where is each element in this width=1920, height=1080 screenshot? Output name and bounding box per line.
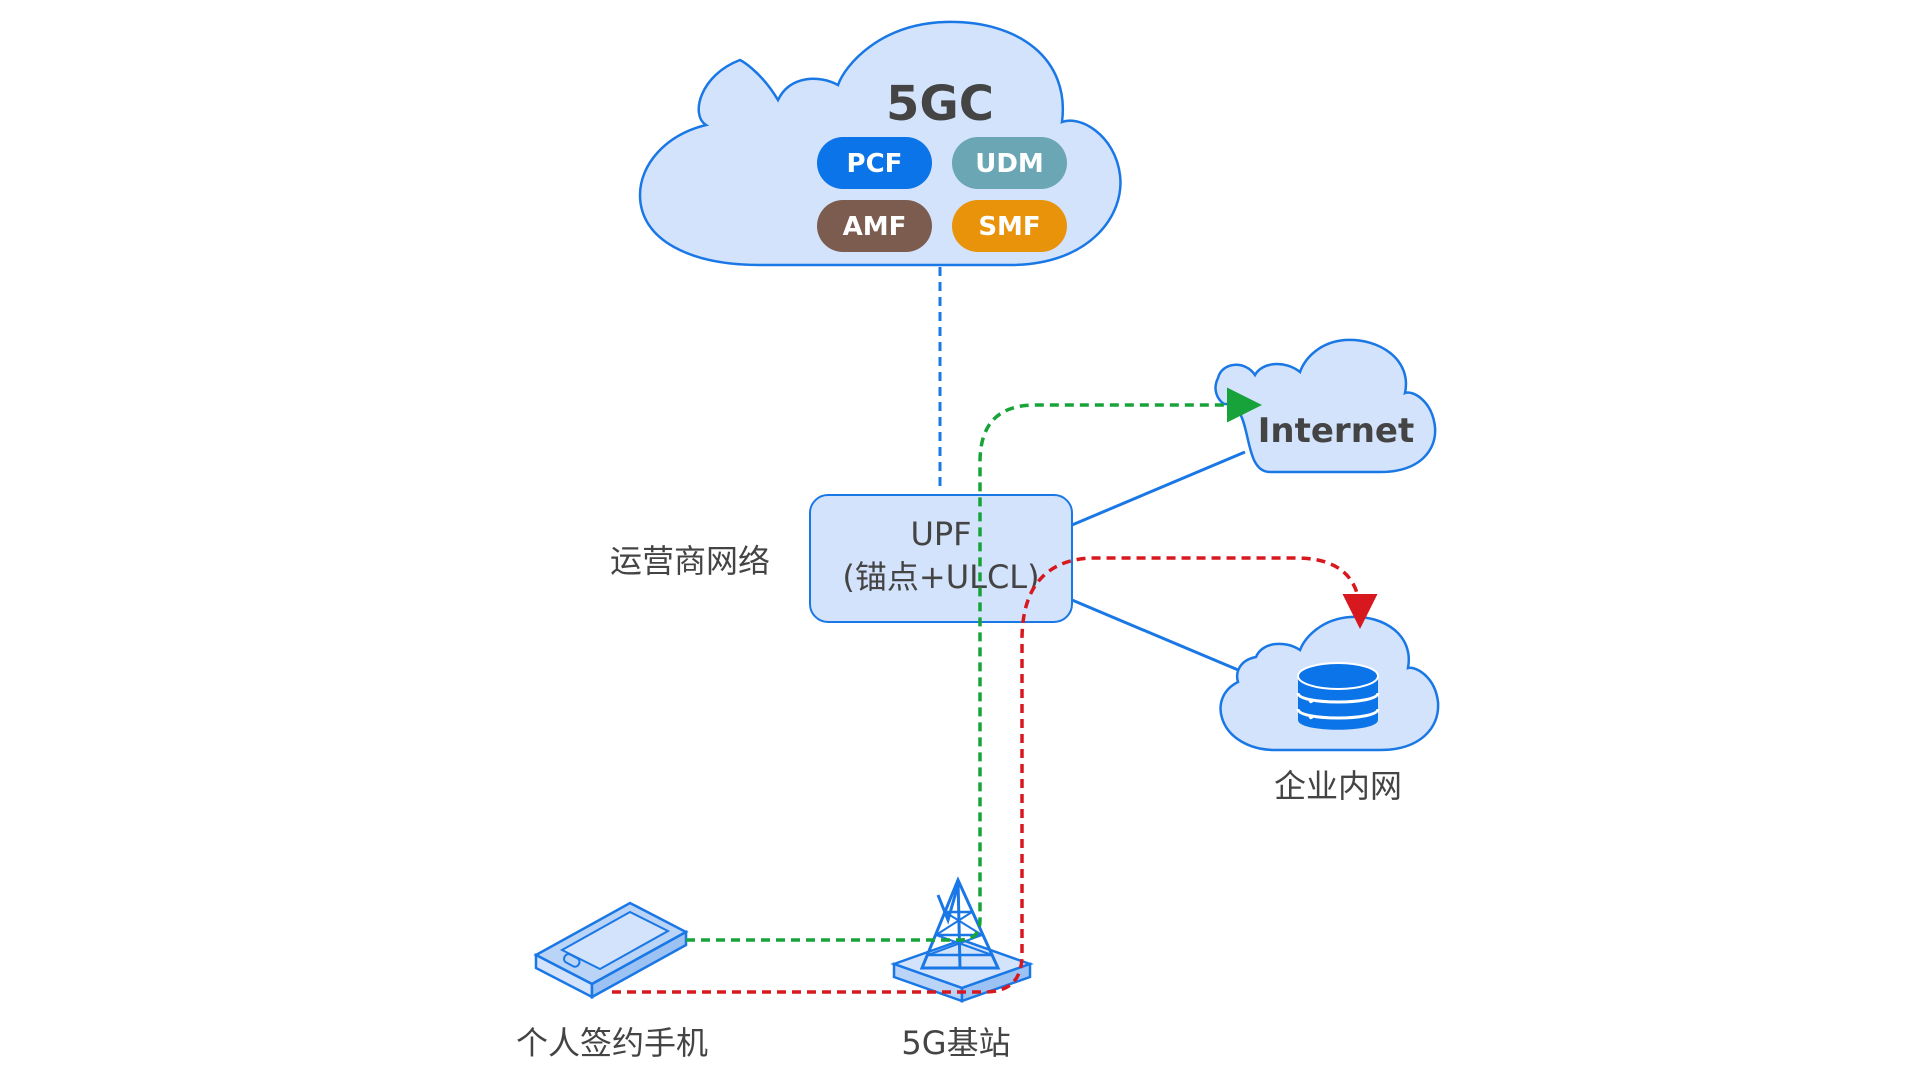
internet-label: Internet — [1258, 411, 1414, 451]
smf-pill: SMF — [952, 200, 1067, 252]
internet-cloud-shape — [1214, 338, 1437, 474]
upf-node: UPF (锚点+ULCL) — [809, 494, 1073, 623]
upf-internet-link — [1071, 450, 1246, 527]
base-station-label: 5G基站 — [901, 1024, 1010, 1062]
pcf-pill: PCF — [817, 137, 932, 189]
database-icon — [1296, 662, 1380, 730]
upf-box — [809, 494, 1073, 623]
enterprise-cloud: 企业内网 — [1219, 615, 1440, 805]
amf-label: AMF — [843, 212, 907, 242]
internet-cloud: Internet — [1214, 338, 1437, 474]
core-cloud: 5GC PCF UDM AMF SMF — [638, 20, 1122, 267]
enterprise-traffic-path — [612, 556, 1378, 994]
phone-icon — [533, 901, 689, 1000]
udm-label: UDM — [975, 149, 1044, 179]
pcf-label: PCF — [847, 149, 903, 179]
upf-line1: UPF — [910, 515, 971, 553]
smf-label: SMF — [978, 212, 1040, 242]
core-title: 5GC — [886, 76, 994, 132]
upf-line2: (锚点+ULCL) — [842, 558, 1039, 596]
enterprise-label: 企业内网 — [1274, 767, 1402, 805]
upf-enterprise-link — [1071, 598, 1263, 682]
amf-pill: AMF — [817, 200, 932, 252]
operator-network-label: 运营商网络 — [610, 542, 770, 580]
udm-pill: UDM — [952, 137, 1067, 189]
phone-label: 个人签约手机 — [516, 1024, 708, 1062]
